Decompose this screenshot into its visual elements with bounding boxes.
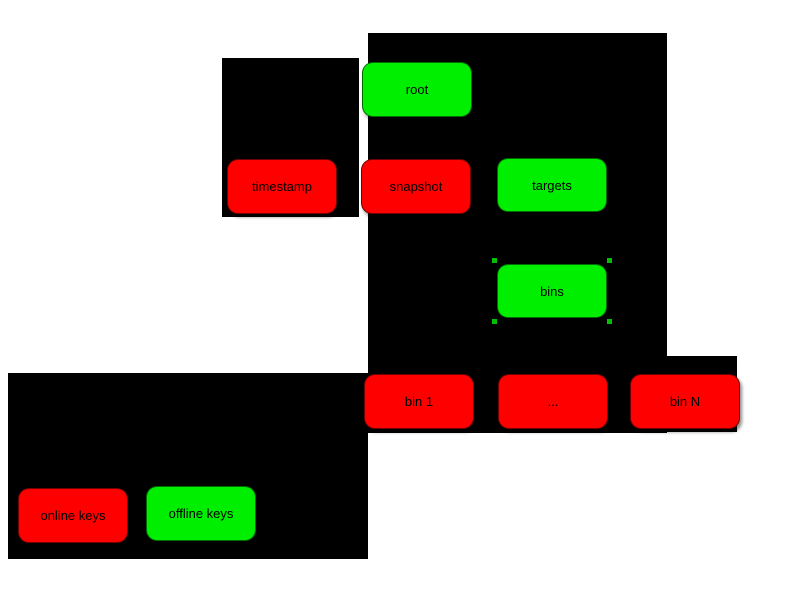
node-bin-1[interactable]: bin 1	[364, 374, 474, 429]
node-snapshot[interactable]: snapshot	[361, 159, 471, 214]
node-label: bin N	[669, 394, 701, 409]
node-targets[interactable]: targets	[497, 158, 607, 212]
node-label: bins	[540, 283, 564, 299]
node-label: bin 1	[404, 394, 434, 409]
selection-handle-top-right[interactable]	[607, 258, 612, 263]
node-bins[interactable]: bins	[492, 258, 612, 324]
node-online-keys[interactable]: online keys	[18, 488, 128, 543]
node-label: offline keys	[168, 506, 234, 521]
node-label: ...	[547, 394, 559, 409]
node-root[interactable]: root	[362, 62, 472, 117]
selection-handle-top-left[interactable]	[492, 258, 497, 263]
node-label: snapshot	[389, 179, 443, 194]
node-timestamp[interactable]: timestamp	[227, 159, 337, 214]
node-label: online keys	[40, 508, 106, 523]
selection-handle-bottom-left[interactable]	[492, 319, 497, 324]
node-bin-N[interactable]: bin N	[630, 374, 740, 429]
node-bin-ellipsis[interactable]: ...	[498, 374, 608, 429]
node-label: targets	[532, 177, 572, 193]
selection-handle-bottom-right[interactable]	[607, 319, 612, 324]
node-offline-keys[interactable]: offline keys	[146, 486, 256, 541]
node-label: timestamp	[252, 179, 312, 194]
node-label: root	[405, 82, 429, 97]
